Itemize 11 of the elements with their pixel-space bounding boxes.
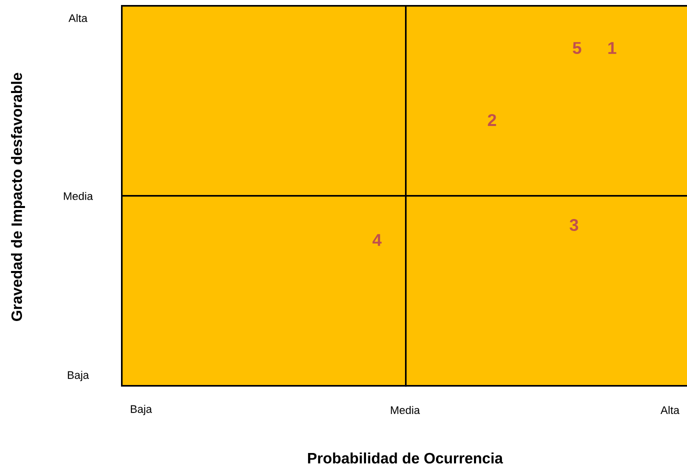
- tick-label: Media: [64, 192, 93, 200]
- quadrant-box: [121, 5, 407, 197]
- risk-number: 5: [572, 42, 582, 54]
- tick-label: Baja: [130, 404, 152, 416]
- risk-number: 4: [372, 234, 382, 246]
- tick-label: Media: [390, 406, 420, 414]
- axis-title: Probabilidad de Ocurrencia: [308, 452, 504, 464]
- risk-number: 3: [570, 218, 578, 232]
- risk-number: 1: [608, 42, 616, 54]
- risk-number: 2: [488, 114, 496, 126]
- axis-title: Gravedad de Impacto desfavorable: [11, 72, 25, 322]
